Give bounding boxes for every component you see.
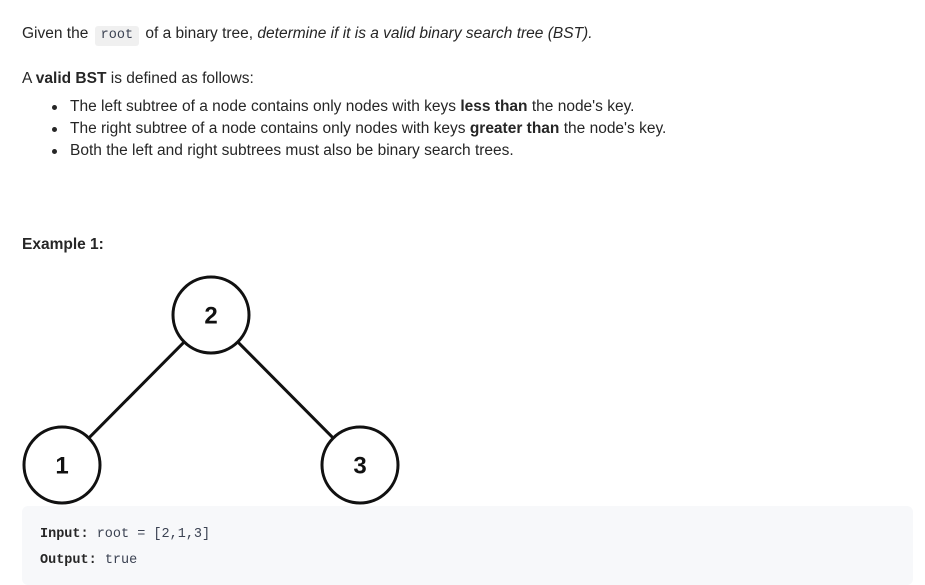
tree-node-left: 1 bbox=[22, 425, 102, 505]
code-input-label: Input: bbox=[40, 527, 89, 542]
example-heading: Example 1: bbox=[22, 236, 104, 253]
tree-node-circle bbox=[171, 275, 251, 355]
example-code-block: Input: root = [2,1,3] Output: true bbox=[22, 506, 913, 585]
tree-node-label: 2 bbox=[204, 303, 217, 330]
intro-text-after-code: of a binary tree, bbox=[145, 24, 254, 42]
code-input-value: root = [2,1,3] bbox=[88, 527, 211, 542]
tree-edge-root-right bbox=[236, 340, 335, 440]
tree-node-circle bbox=[22, 425, 102, 505]
intro-text-before-code: Given the bbox=[22, 24, 89, 42]
list-item: The right subtree of a node contains onl… bbox=[52, 118, 666, 140]
rule-prefix: The right subtree of a node contains onl… bbox=[70, 120, 466, 137]
list-item: Both the left and right subtrees must al… bbox=[52, 140, 666, 162]
code-output-value: true bbox=[96, 553, 138, 568]
binary-tree-diagram: 2 1 3 bbox=[22, 275, 400, 505]
inline-code-root: root bbox=[94, 25, 140, 46]
definition-suffix: is defined as follows: bbox=[110, 69, 254, 87]
rule-prefix: The left subtree of a node contains only… bbox=[70, 98, 457, 115]
definition-paragraph: A valid BST is defined as follows: bbox=[22, 68, 254, 90]
rule-suffix: the node's key. bbox=[531, 98, 635, 115]
code-line-output: Output: true bbox=[40, 548, 895, 574]
tree-node-label: 3 bbox=[353, 453, 366, 480]
intro-paragraph: Given the root of a binary tree, determi… bbox=[22, 23, 593, 47]
bst-rules-list: The left subtree of a node contains only… bbox=[52, 96, 666, 162]
tree-node-circle bbox=[320, 425, 400, 505]
definition-bold-term: valid BST bbox=[35, 69, 107, 87]
tree-node-root: 2 bbox=[171, 275, 251, 355]
rule-prefix: Both the left and right subtrees must al… bbox=[70, 142, 514, 159]
list-item: The left subtree of a node contains only… bbox=[52, 96, 666, 118]
code-line-input: Input: root = [2,1,3] bbox=[40, 522, 895, 548]
rule-bold: less than bbox=[460, 98, 528, 115]
tree-node-label: 1 bbox=[55, 453, 68, 480]
intro-italic-clause: determine if it is a valid binary search… bbox=[257, 24, 593, 42]
tree-node-right: 3 bbox=[320, 425, 400, 505]
rule-bold: greater than bbox=[469, 120, 560, 137]
code-output-label: Output: bbox=[40, 553, 97, 568]
tree-edge-root-left bbox=[87, 340, 186, 440]
rule-suffix: the node's key. bbox=[563, 120, 667, 137]
definition-prefix: A bbox=[22, 69, 32, 87]
